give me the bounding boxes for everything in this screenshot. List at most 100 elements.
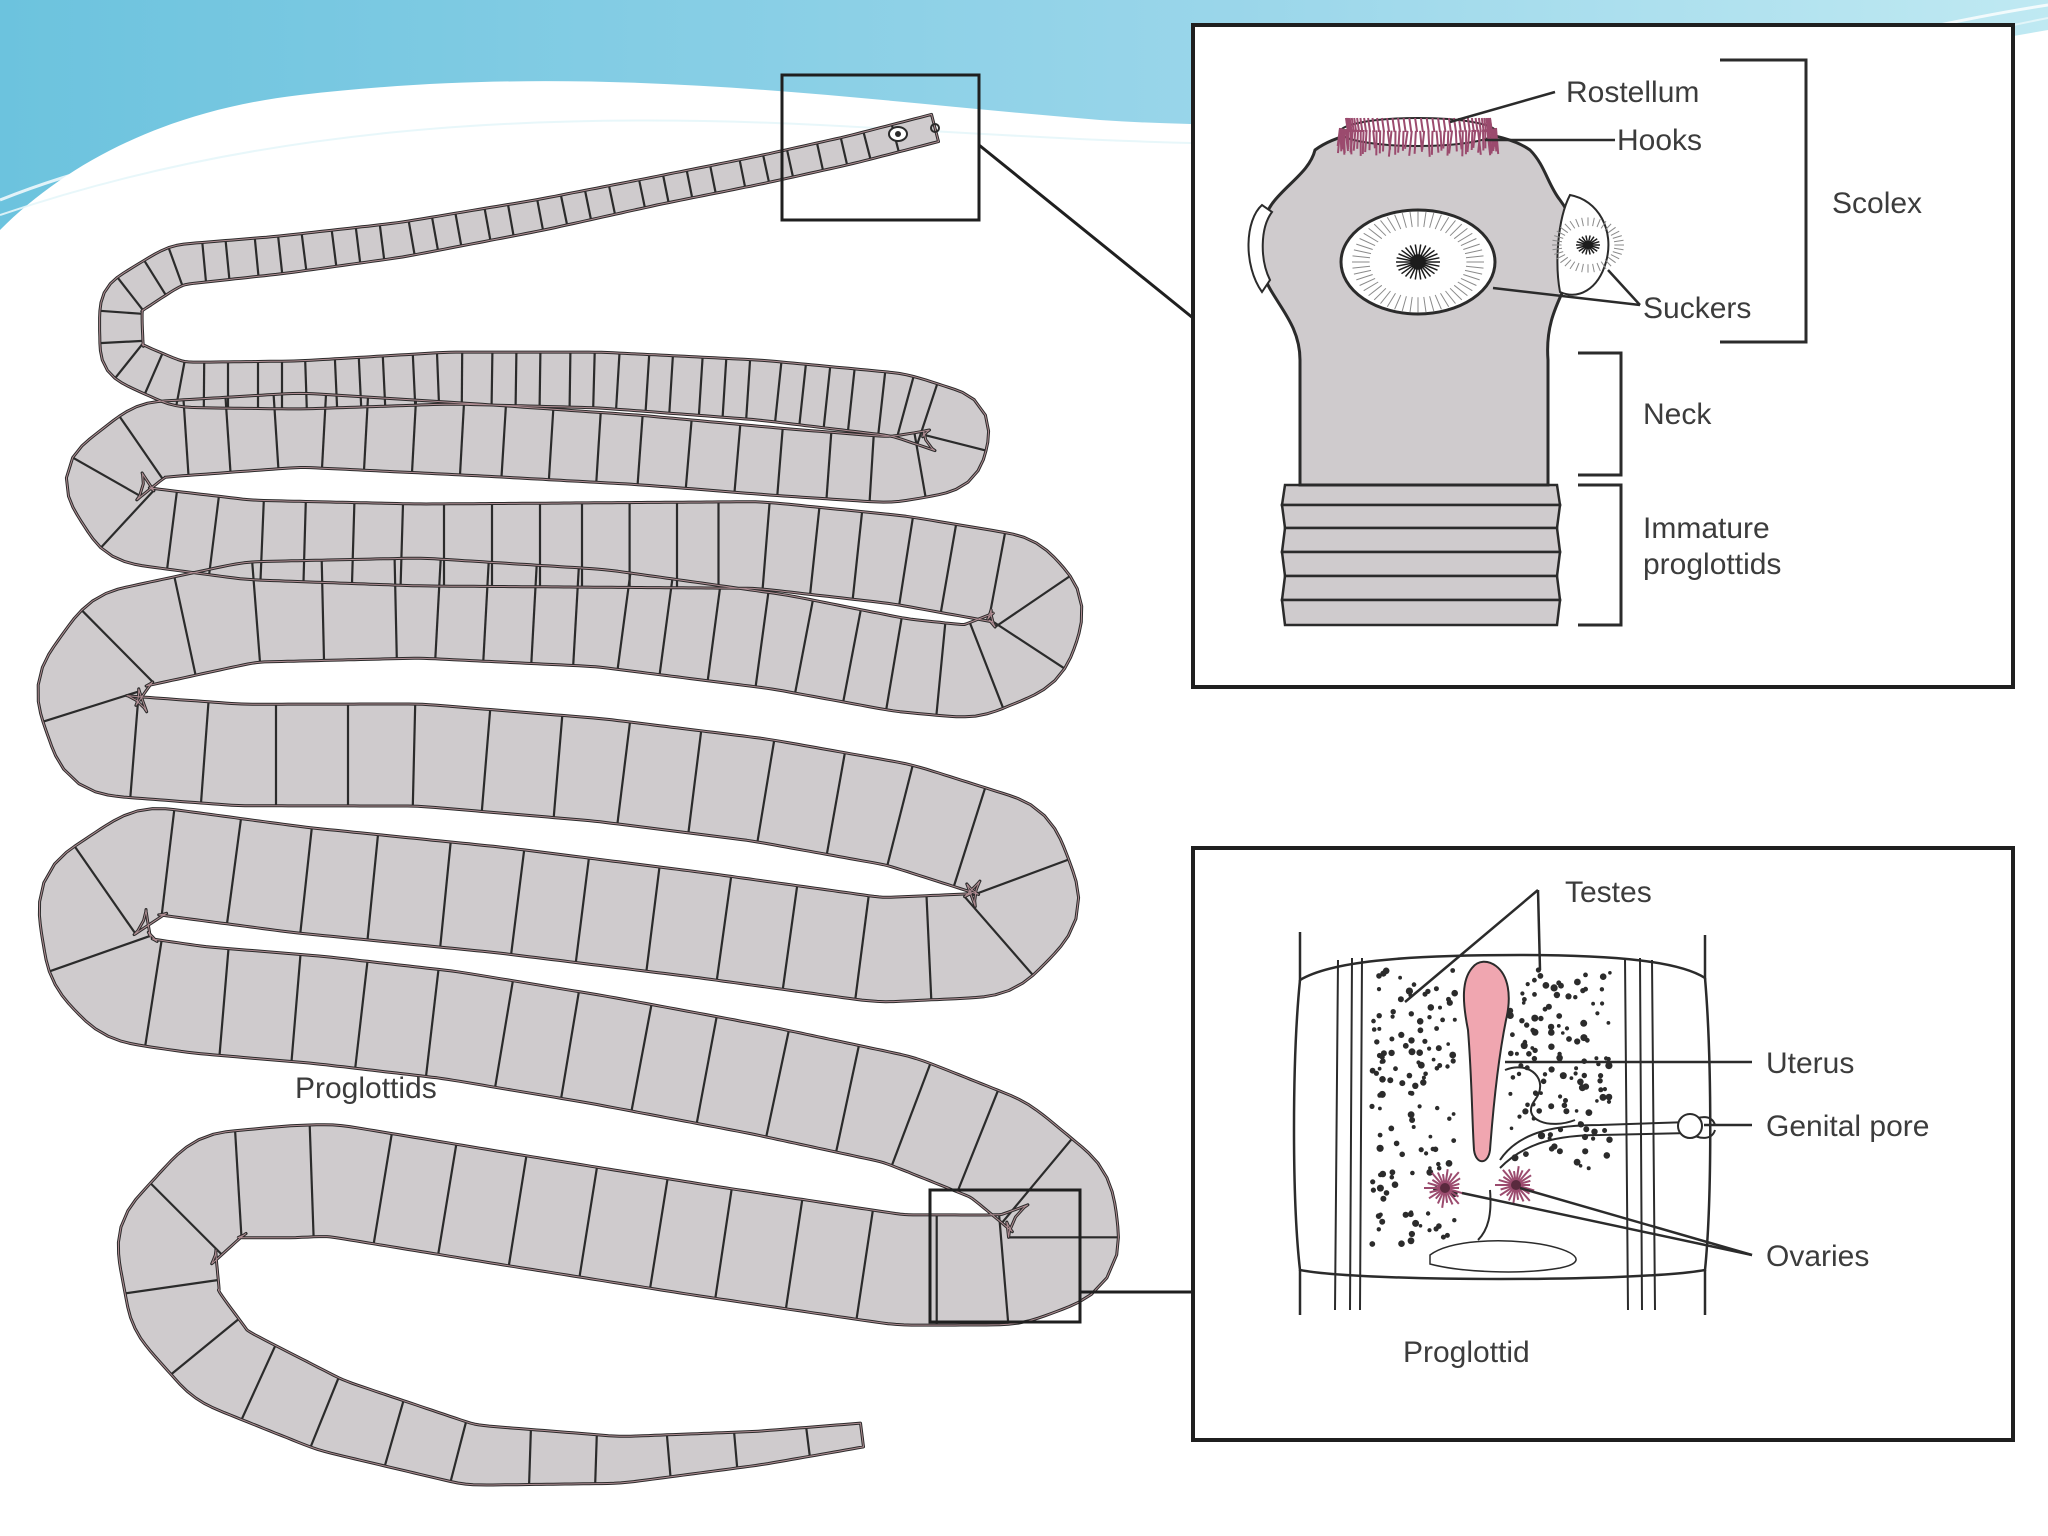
testis-dot <box>1451 990 1458 997</box>
testis-dot <box>1600 1094 1607 1101</box>
testis-dot <box>1583 987 1588 992</box>
testis-dot <box>1427 1047 1431 1051</box>
testis-dot <box>1515 1052 1519 1056</box>
testis-dot <box>1417 1018 1424 1025</box>
testis-dot <box>1560 1072 1567 1079</box>
hook <box>1441 131 1442 151</box>
testis-dot <box>1371 1019 1376 1024</box>
ovaries-label: Ovaries <box>1766 1240 1869 1273</box>
testis-dot <box>1409 1091 1414 1096</box>
testis-dot <box>1451 1138 1456 1143</box>
hook <box>1443 131 1444 149</box>
testis-dot <box>1522 997 1527 1002</box>
testis-dot <box>1536 1108 1542 1114</box>
scolex-inset: Rostellum Hooks Scolex Suckers Neck Imma… <box>1193 25 2013 687</box>
testis-dot <box>1424 1151 1428 1155</box>
testis-dot <box>1526 1051 1532 1057</box>
tapeworm-body <box>38 114 1118 1485</box>
testis-dot <box>1377 1227 1381 1231</box>
testis-dot <box>1604 1056 1608 1060</box>
testis-dot <box>1406 988 1413 995</box>
testis-dot <box>1523 1151 1529 1157</box>
genital-pore-label: Genital pore <box>1766 1110 1929 1143</box>
testis-dot <box>1607 1021 1611 1025</box>
testis-dot <box>1377 1093 1382 1098</box>
hook <box>1415 131 1416 154</box>
testis-dot <box>1532 992 1537 997</box>
testis-dot <box>1557 1052 1561 1056</box>
testis-dot <box>1387 1077 1393 1083</box>
testis-dot <box>1574 1071 1578 1075</box>
testis-dot <box>1412 1125 1416 1129</box>
testis-dot <box>1525 1103 1530 1108</box>
testis-dot <box>1583 1126 1589 1132</box>
testis-dot <box>1434 986 1439 991</box>
testis-dot <box>1436 1162 1440 1166</box>
testis-dot <box>1412 982 1417 987</box>
testis-dot <box>1597 1078 1602 1083</box>
testis-dot <box>1606 1137 1612 1143</box>
worm-segment-49 <box>540 352 541 406</box>
testis-dot <box>1517 1115 1521 1119</box>
testis-dot <box>1591 1129 1597 1135</box>
testis-dot <box>1451 1058 1456 1063</box>
testis-dot <box>1561 1031 1565 1035</box>
testis-dot <box>1449 1052 1456 1059</box>
hook <box>1344 129 1345 153</box>
testis-dot <box>1374 1071 1379 1076</box>
hook <box>1383 131 1384 152</box>
testis-dot <box>1603 1087 1607 1091</box>
testis-dot <box>1440 1018 1445 1023</box>
testis-dot <box>1517 1072 1521 1076</box>
testis-dot <box>1549 1066 1555 1072</box>
testis-dot <box>1602 1128 1607 1133</box>
testis-dot <box>1594 1056 1598 1060</box>
testis-dot <box>1608 971 1612 975</box>
proglottid-label: Proglottid <box>1403 1336 1530 1369</box>
worm-segment-47 <box>492 352 493 405</box>
testis-dot <box>1532 1056 1537 1061</box>
hook <box>1365 130 1366 152</box>
testis-dot <box>1384 1190 1390 1196</box>
testis-dot <box>1543 982 1550 989</box>
testis-dot <box>1538 973 1544 979</box>
sucker-core <box>1410 254 1425 269</box>
testis-dot <box>1412 1083 1418 1089</box>
testis-dot <box>1543 1007 1548 1012</box>
testis-dot <box>1420 1079 1426 1085</box>
testis-dot <box>1434 1026 1439 1031</box>
testis-dot <box>1377 1013 1382 1018</box>
testis-dot <box>1595 1099 1599 1103</box>
testis-dot <box>1583 973 1588 978</box>
testis-dot <box>1436 1045 1442 1051</box>
testis-dot <box>1557 1148 1563 1154</box>
testis-dot <box>1392 1181 1399 1188</box>
testis-dot <box>1426 1211 1430 1215</box>
testis-dot <box>1563 1098 1568 1103</box>
testis-dot <box>1435 1106 1439 1110</box>
testis-dot <box>1409 1210 1413 1214</box>
testis-dot <box>1519 1018 1524 1023</box>
testis-dot <box>1574 1066 1578 1070</box>
testis-dot <box>1418 1027 1424 1033</box>
testis-dot <box>1437 1166 1442 1171</box>
testis-dot <box>1582 1073 1587 1078</box>
testis-dot <box>1419 1147 1424 1152</box>
hook <box>1403 131 1404 151</box>
testis-dot <box>1548 1044 1554 1050</box>
neck-label: Neck <box>1643 398 1712 431</box>
testis-dot <box>1422 1039 1427 1044</box>
testis-dot <box>1408 1237 1415 1244</box>
testis-dot <box>1558 1094 1562 1098</box>
testis-dot <box>1586 1109 1593 1116</box>
immature-label-line2: proglottids <box>1643 548 1781 581</box>
testis-dot <box>1369 1104 1374 1109</box>
testis-dot <box>1412 1220 1419 1227</box>
testis-dot <box>1556 981 1560 985</box>
testis-dot <box>1407 1073 1413 1079</box>
testis-dot <box>1418 1104 1422 1108</box>
testis-dot <box>1432 1058 1436 1062</box>
testis-dot <box>1428 1004 1435 1011</box>
worm-segment-48 <box>516 352 517 406</box>
